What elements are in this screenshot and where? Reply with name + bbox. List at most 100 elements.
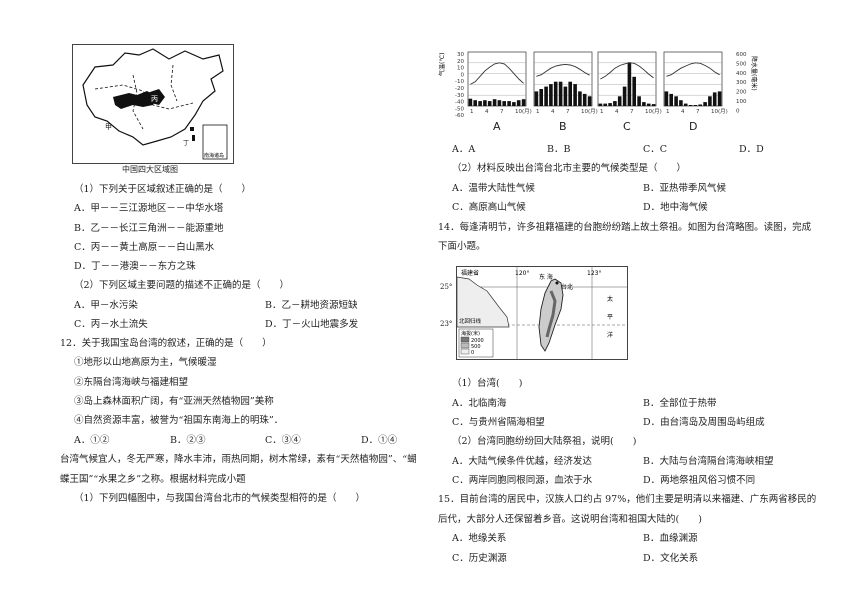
q14-2-opt-b: B．大陆与台湾隔台湾海峡相望	[643, 456, 774, 467]
precip-bar	[627, 62, 632, 106]
x-tick: 7	[566, 109, 570, 115]
q11-2-opt-b: B．乙－耕地资源短缺	[265, 300, 358, 311]
left-tick: -10	[455, 79, 464, 85]
chart-letter-d: D	[689, 120, 697, 133]
left-tick: -50	[455, 106, 464, 112]
left-tick: 30	[457, 52, 464, 58]
q14-1-stem: （1）台湾( )	[452, 378, 523, 389]
precip-bar	[521, 99, 526, 106]
precip-bar	[568, 81, 572, 106]
q14-stem-cont: 下面小题。	[438, 241, 486, 252]
right-tick: 500	[736, 61, 747, 67]
precip-bar	[539, 89, 543, 106]
q13-2-opt-c: C．高原高山气候	[452, 202, 526, 213]
q11-1-opt-d: D．丁－－港澳－－东方之珠	[74, 261, 196, 272]
taiwan-map: 120° 123° 福建省 东 海 台北 太 平 洋 南 海 北回归线 海拔(米…	[456, 266, 628, 360]
q12-item-3: ③岛上森林面积广阔，有“亚洲天然植物园”美称	[74, 396, 274, 407]
precip-bar	[603, 103, 607, 106]
x-tick: 7	[630, 109, 634, 115]
q14-2-stem: （2）台湾同胞纷纷回大陆祭祖，说明( )	[452, 436, 637, 447]
right-tick: 300	[736, 80, 747, 86]
lat-23: 23°	[440, 320, 453, 328]
temp-curve	[470, 62, 524, 85]
map-label-bing: 丙	[151, 95, 158, 103]
left-tick: 20	[457, 59, 464, 65]
precip-bar	[646, 103, 651, 106]
china-regions-map: 丙 甲 丁 南海诸岛	[72, 44, 234, 164]
q12-item-4: ④自然资源丰富，被誉为“祖国东南海上的明珠”．	[74, 415, 284, 426]
precip-bar	[558, 81, 563, 106]
precip-bar	[512, 102, 516, 106]
precip-bar	[688, 105, 693, 106]
tai-label: 太	[607, 295, 613, 303]
precip-bar	[492, 99, 497, 106]
precip-bar	[651, 104, 656, 106]
precip-bar	[502, 101, 506, 106]
left-tick: 10	[457, 66, 464, 72]
x-tick: 4	[551, 109, 555, 115]
chart-letter-a: A	[493, 120, 501, 133]
q13-1-opt-c: C．C	[643, 144, 668, 155]
x-tick: 1	[666, 109, 670, 115]
q14-2-opt-c: C．两岸同胞同根同源，血浓于水	[452, 475, 593, 486]
q13-2-stem: （2）材料反映出台湾台北市主要的气候类型是（ ）	[452, 163, 687, 174]
q14-2-opt-a: A．大陆气候条件优越，经济发达	[452, 456, 592, 467]
right-tick: 400	[736, 71, 747, 77]
q15-opt-c: C．历史渊源	[452, 553, 507, 564]
precip-bar	[708, 96, 712, 106]
q14-2-opt-d: D．两地祭祖风俗习惯不同	[643, 475, 756, 486]
q14-1-opt-c: C．与贵州省隔海相望	[452, 417, 545, 428]
precip-bar	[516, 100, 521, 106]
left-tick: -60	[455, 113, 464, 119]
right-tick: 100	[736, 99, 747, 105]
x-tick: 7	[696, 109, 700, 115]
left-tick: -30	[455, 93, 464, 99]
yang-label: 洋	[607, 331, 613, 339]
q13-2-opt-b: B．亚热带季风气候	[643, 183, 726, 194]
legend-0: 0	[471, 350, 474, 356]
ping-label: 平	[607, 314, 613, 321]
precip-bar	[563, 86, 568, 106]
temp-curve	[600, 62, 654, 80]
q12-item-2: ②东隔台湾海峡与福建相望	[74, 377, 189, 388]
q13-stem: 台湾气候宜人，冬无严寒，降水丰沛，雨热同期，树木常绿，素有“天然植物园”、“蝴	[60, 454, 417, 465]
q11-1-opt-c: C．丙－－黄土高原－－白山黑水	[74, 242, 215, 253]
q15-stem-cont: 后代，大部分人还保留着乡音。这说明台湾和祖国大陆的( )	[438, 514, 702, 525]
map-label-nanhai: 南海诸岛	[204, 152, 224, 159]
q13-1-opt-a: A．A	[452, 144, 476, 155]
precip-bar	[617, 96, 622, 106]
q12-opt-d: D．①④	[361, 435, 398, 446]
q12-opt-c: C．③④	[265, 435, 301, 446]
x-tick: 4	[615, 109, 619, 115]
x-tick: 1	[470, 109, 474, 115]
q12-opt-a: A．①②	[74, 435, 110, 446]
legend-500: 500	[471, 344, 481, 350]
legend-2000: 2000	[471, 338, 484, 344]
left-axis-title: 气温(℃)	[438, 53, 446, 76]
q14-stem: 14．每逢清明节，许多祖籍福建的台胞纷纷踏上故土祭祖。如图为台湾略图。读图，完成	[438, 222, 812, 233]
donghai-label: 东 海	[539, 273, 553, 281]
right-tick: 200	[736, 90, 747, 96]
precip-bar	[544, 86, 548, 106]
q12-item-1: ①地形以山地高原为主，气候暖湿	[74, 357, 217, 368]
q12-stem: 12．关于我国宝岛台湾的叙述，正确的是（ ）	[60, 338, 272, 349]
map-caption: 中国四大区域图	[122, 165, 178, 174]
temp-curve	[666, 62, 720, 77]
fujian-label: 福建省	[461, 269, 479, 277]
precip-bar	[683, 103, 688, 106]
q15-opt-d: D．文化关系	[643, 553, 699, 564]
x-tick: 10(月)	[711, 108, 728, 115]
precip-bar	[473, 100, 477, 106]
precip-bar	[483, 100, 487, 106]
map-label-jia: 甲	[105, 123, 112, 131]
temp-curve	[536, 63, 590, 77]
precip-bar	[613, 101, 617, 106]
precip-bar	[703, 102, 707, 106]
precip-bar	[674, 96, 678, 106]
q13-1-stem: （1）下列四幅图中，与我国台湾台北市的气候类型相符的是（ ）	[74, 493, 366, 504]
